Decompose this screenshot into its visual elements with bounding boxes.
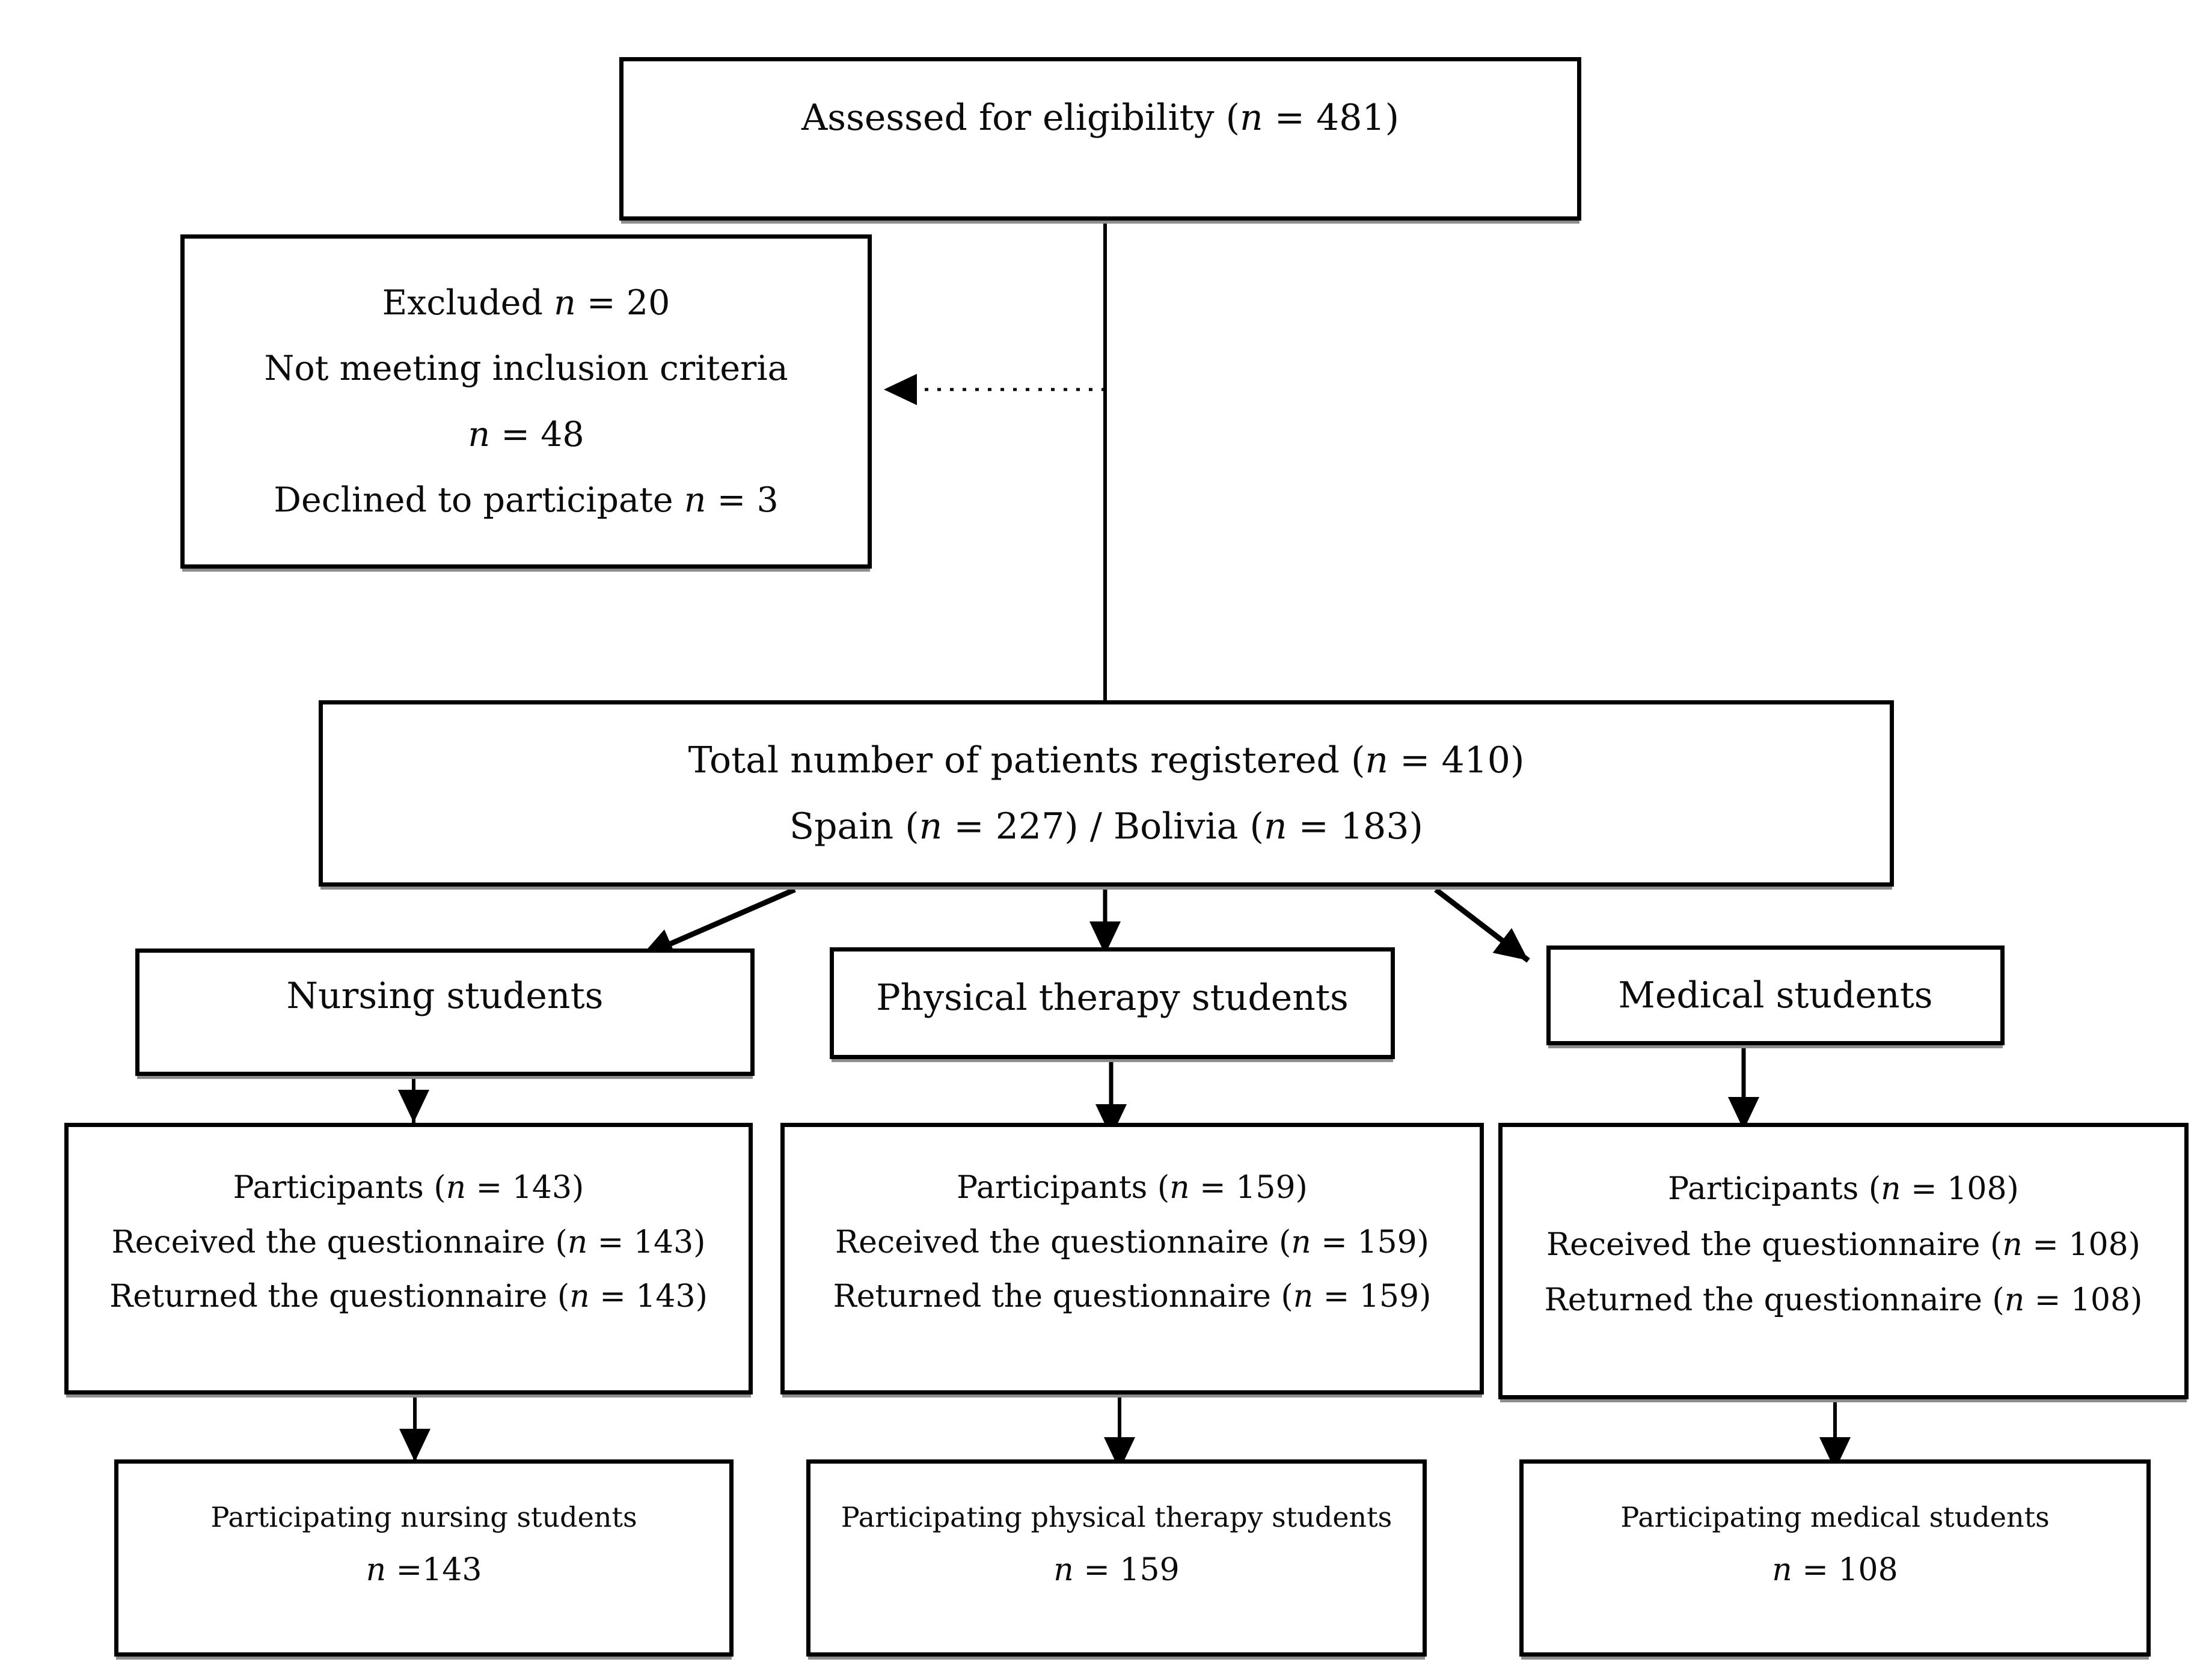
physical-result-n: n = 159 (1053, 1552, 1180, 1589)
excluded-line-2: Not meeting inclusion criteria (264, 349, 788, 389)
arrow-total-to-nursing (639, 887, 796, 960)
excluded-box: Excluded n = 20 Not meeting inclusion cr… (180, 234, 872, 569)
excluded-line-3: n = 48 (468, 414, 584, 454)
medical-detail-box: Participants (n = 108) Received the ques… (1498, 1123, 2189, 1399)
nursing-result-box: Participating nursing students n =143 (114, 1459, 734, 1657)
nursing-students-box: Nursing students (135, 949, 755, 1076)
medical-returned: Returned the questionnaire (n = 108) (1544, 1282, 2143, 1319)
physical-returned: Returned the questionnaire (n = 159) (833, 1278, 1432, 1315)
nursing-returned: Returned the questionnaire (n = 143) (109, 1278, 708, 1315)
physical-detail-box: Participants (n = 159) Received the ques… (780, 1123, 1484, 1395)
nursing-detail-box: Participants (n = 143) Received the ques… (64, 1123, 753, 1395)
total-line-2: Spain (n = 227) / Bolivia (n = 183) (789, 805, 1423, 848)
arrow-total-to-medical (1434, 887, 1530, 963)
physical-participants: Participants (n = 159) (957, 1169, 1308, 1206)
physical-therapy-students-box: Physical therapy students (830, 947, 1395, 1059)
nursing-students-title: Nursing students (286, 974, 604, 1017)
nursing-result-n: n =143 (366, 1552, 482, 1589)
excluded-line-4: Declined to participate n = 3 (274, 480, 779, 521)
physical-result-box: Participating physical therapy students … (806, 1459, 1427, 1657)
medical-participants: Participants (n = 108) (1668, 1170, 2019, 1207)
physical-result-title: Participating physical therapy students (841, 1500, 1392, 1533)
total-line-1: Total number of patients registered (n =… (688, 739, 1525, 781)
physical-therapy-students-title: Physical therapy students (876, 977, 1349, 1019)
total-registered-box: Total number of patients registered (n =… (319, 700, 1894, 887)
medical-received: Received the questionnaire (n = 108) (1546, 1226, 2140, 1263)
excluded-line-1: Excluded n = 20 (382, 283, 670, 323)
nursing-result-title: Participating nursing students (210, 1500, 637, 1533)
medical-students-title: Medical students (1618, 974, 1933, 1016)
physical-received: Received the questionnaire (n = 159) (835, 1224, 1429, 1260)
assessed-box: Assessed for eligibility (n = 481) (619, 57, 1581, 221)
medical-result-n: n = 108 (1772, 1552, 1898, 1589)
medical-result-title: Participating medical students (1620, 1500, 2050, 1533)
medical-students-box: Medical students (1546, 945, 2005, 1045)
assessed-text: Assessed for eligibility (n = 481) (801, 97, 1400, 139)
nursing-participants: Participants (n = 143) (233, 1169, 584, 1206)
nursing-received: Received the questionnaire (n = 143) (111, 1224, 706, 1260)
medical-result-box: Participating medical students n = 108 (1519, 1459, 2151, 1657)
